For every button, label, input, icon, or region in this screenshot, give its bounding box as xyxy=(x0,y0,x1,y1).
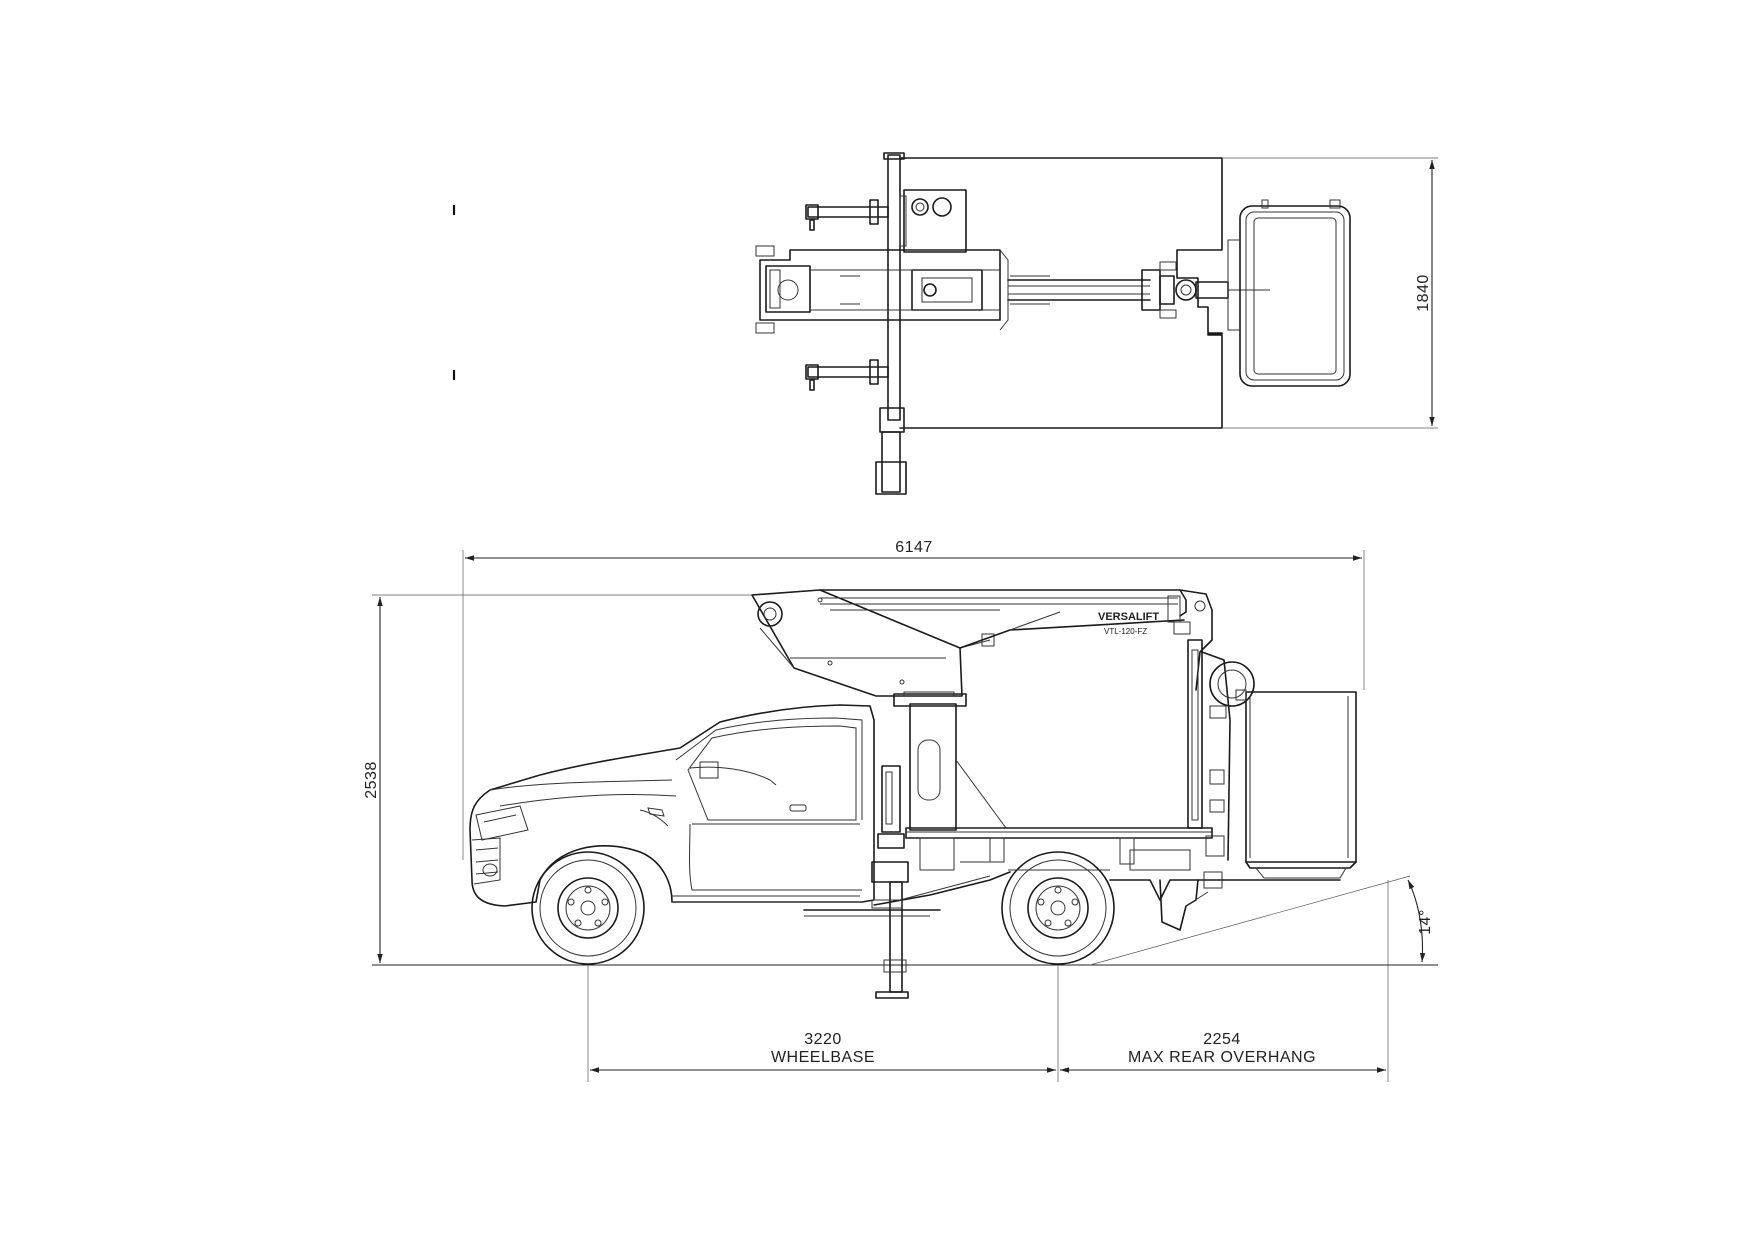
main-boom xyxy=(751,589,995,697)
leveling-mast xyxy=(1187,639,1255,861)
dim-wheelbase-value: 3220 xyxy=(804,1031,842,1048)
dim-overall-height xyxy=(372,594,752,963)
upper-boom xyxy=(819,589,1213,691)
flatbed-deck xyxy=(905,827,1213,871)
front-stabilizer xyxy=(803,765,941,999)
dim-departure-angle-label: 14° xyxy=(1417,909,1434,935)
boom-model: VTL-120-FZ xyxy=(1104,627,1147,636)
turret xyxy=(893,691,1007,831)
side-view: VERSALIFT VTL-120-FZ 2538 xyxy=(363,539,1438,1082)
truck-cab xyxy=(469,704,875,907)
dim-departure-angle xyxy=(1089,875,1426,966)
dim-overall-length xyxy=(462,550,1365,860)
side-basket xyxy=(1235,689,1357,879)
plan-boom xyxy=(1007,261,1270,319)
plan-outrigger-lower xyxy=(805,359,889,391)
top-view: 1840 xyxy=(452,152,1438,495)
plan-outrigger-upper xyxy=(805,199,889,231)
chassis xyxy=(873,869,1341,931)
dim-rear-overhang-label: MAX REAR OVERHANG xyxy=(1128,1049,1316,1066)
plan-control-box xyxy=(899,189,967,253)
plan-turntable xyxy=(755,245,1009,334)
plan-body-outline xyxy=(899,157,1223,429)
dim-wheelbase-label: WHEELBASE xyxy=(771,1049,875,1066)
plan-cross-member xyxy=(887,154,901,421)
dim-rear-overhang-value: 2254 xyxy=(1203,1031,1241,1048)
rear-wheel xyxy=(1001,851,1115,965)
front-wheel xyxy=(531,851,645,965)
boom-brand: VERSALIFT xyxy=(1098,611,1159,623)
dim-wheelbase xyxy=(587,880,1389,1082)
dim-platform-width xyxy=(1222,157,1438,429)
dim-overall-length-label: 6147 xyxy=(895,539,933,556)
dim-platform-width-label: 1840 xyxy=(1415,274,1432,312)
plan-basket xyxy=(1227,199,1351,387)
dim-overall-height-label: 2538 xyxy=(363,761,380,799)
